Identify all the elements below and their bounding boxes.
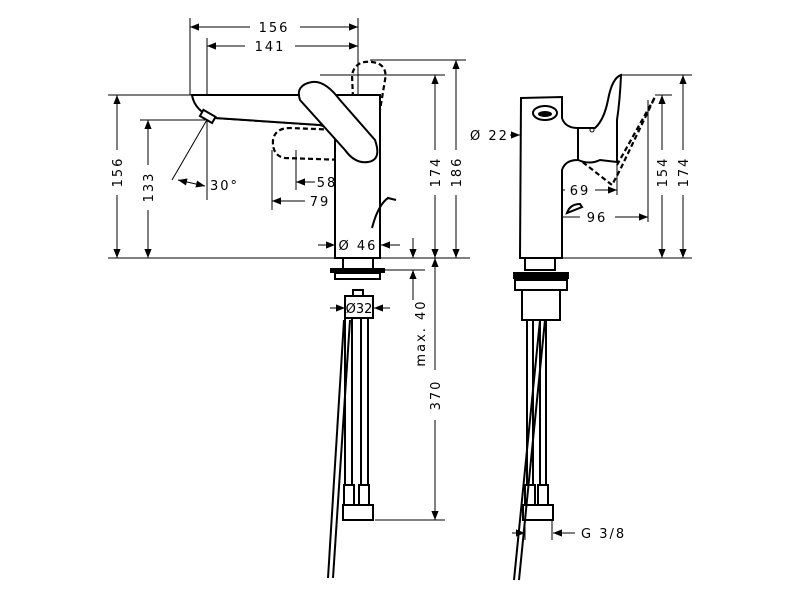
- front-view: Ø 22 69 96 154 174 G 3/8: [470, 73, 692, 581]
- dim-spout-length-total: 156: [259, 21, 290, 36]
- faucet-front: [513, 73, 656, 581]
- dim-height-outlet: 133: [142, 172, 157, 203]
- dim-height-spout-top: 156: [111, 157, 126, 188]
- dim-height-186: 186: [450, 157, 465, 188]
- dim-spout-angle: 30°: [210, 179, 239, 194]
- dim-handle-69: 69: [570, 184, 591, 199]
- dim-handle-79: 79: [310, 195, 331, 210]
- dim-height-174: 174: [677, 157, 692, 188]
- dim-spout-length: 141: [255, 40, 286, 55]
- side-view: 156 141 156 133 30° 58 79 174 186 Ø 46 Ø…: [108, 18, 470, 579]
- dim-height-174: 174: [429, 157, 444, 188]
- dim-aerator-diameter: Ø 22: [470, 129, 509, 144]
- dim-body-diameter: Ø 46: [339, 239, 378, 254]
- extension-lines: [108, 18, 470, 271]
- dim-connection-thread: G 3/8: [581, 527, 626, 542]
- dim-waste-diameter: Ø32: [346, 302, 373, 317]
- dim-hose-length: 370: [429, 380, 444, 411]
- faucet-side: [190, 60, 397, 579]
- dim-height-154: 154: [656, 157, 671, 188]
- dim-handle-58: 58: [317, 176, 338, 191]
- dim-handle-96: 96: [587, 211, 608, 226]
- dim-max-thickness: max. 40: [414, 299, 429, 366]
